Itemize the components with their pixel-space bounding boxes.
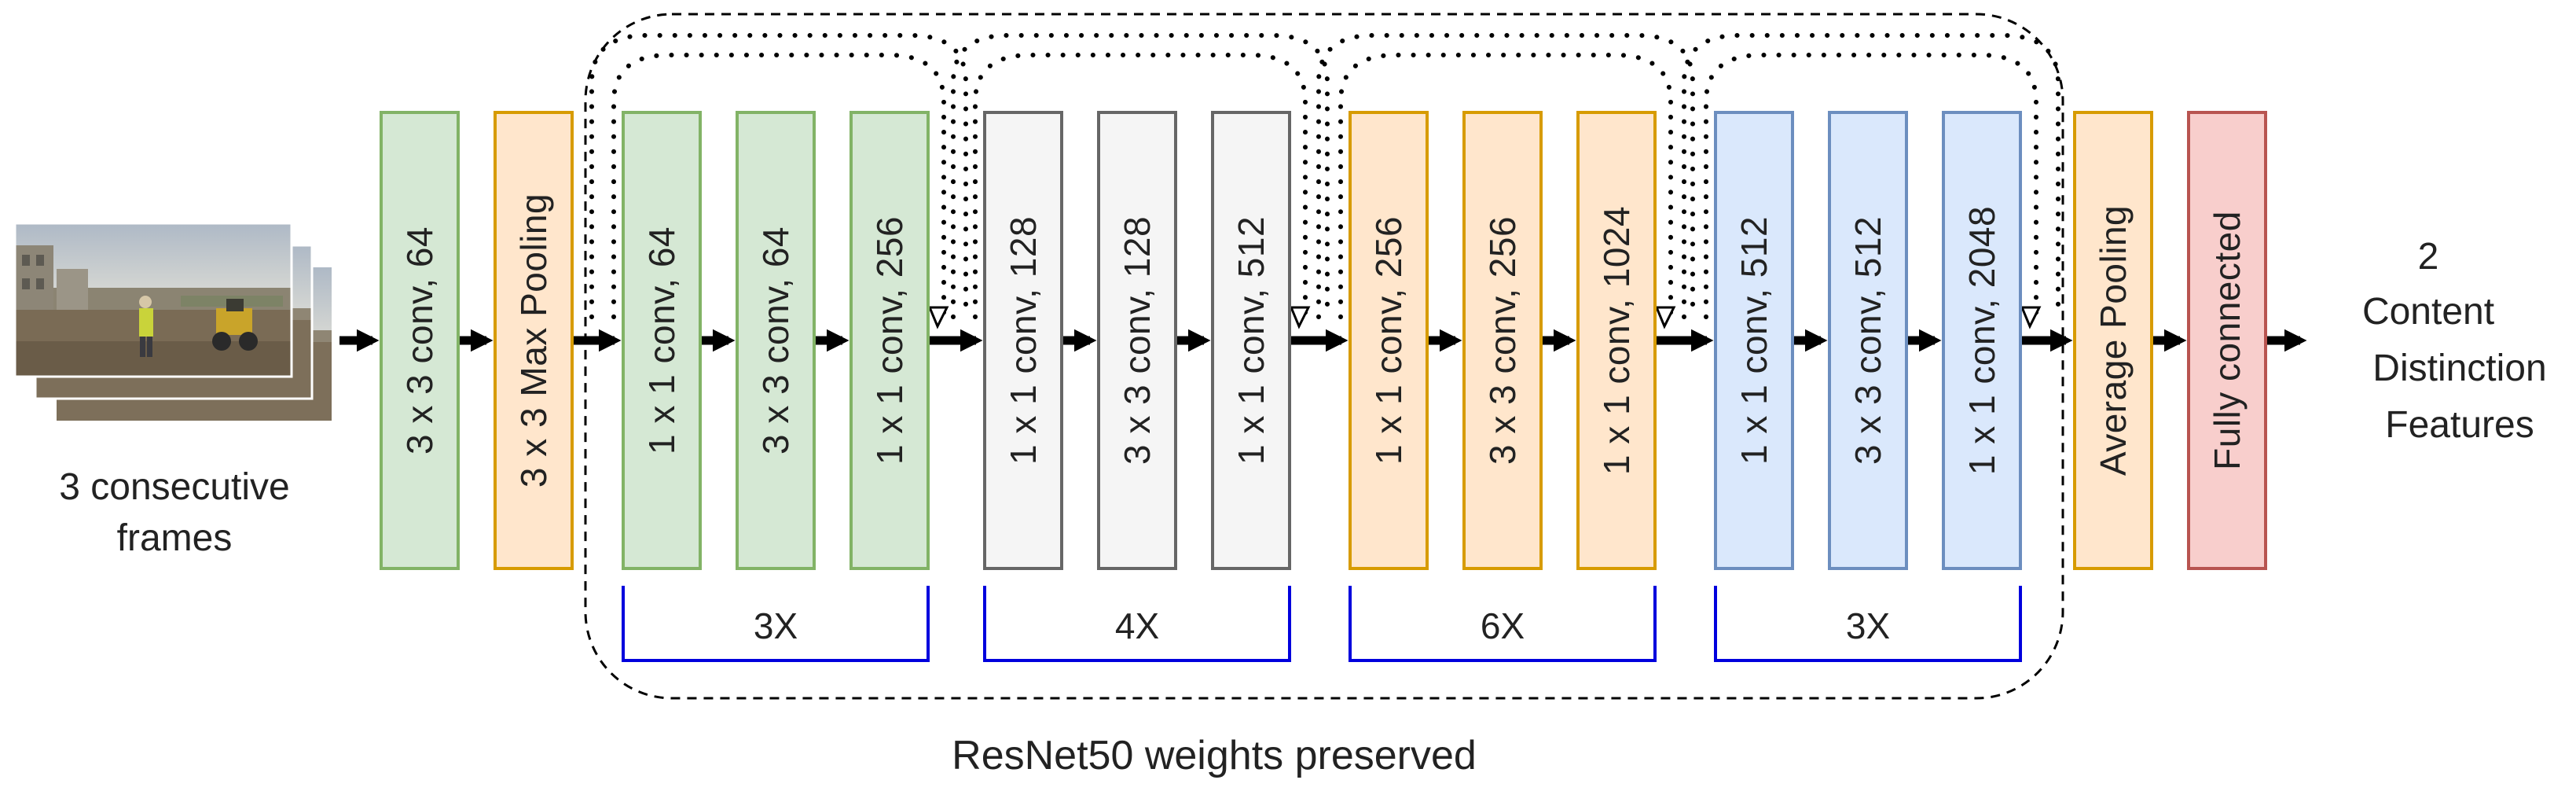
construction-site-frames-image bbox=[13, 222, 332, 421]
input-label-line1: 3 consecutive bbox=[59, 466, 290, 508]
block-s3a: 1 x 1 conv, 256 bbox=[1349, 111, 1429, 570]
block-s4b: 3 x 3 conv, 512 bbox=[1828, 111, 1908, 570]
block-maxpool-box bbox=[494, 111, 574, 570]
block-s2c-label: 1 x 1 conv, 512 bbox=[1231, 216, 1271, 465]
block-avgpool-label: Average Pooling bbox=[2093, 205, 2134, 476]
block-s3b: 3 x 3 conv, 256 bbox=[1462, 111, 1543, 570]
block-s4b-box bbox=[1828, 111, 1908, 570]
block-s2b-label: 3 x 3 conv, 128 bbox=[1117, 216, 1158, 465]
block-s1c-box bbox=[849, 111, 930, 570]
skip-connection-arrowhead-0 bbox=[927, 306, 949, 329]
resnet-caption: ResNet50 weights preserved bbox=[952, 733, 1477, 778]
block-s2a-box bbox=[983, 111, 1063, 570]
skip-connection-0-0 bbox=[589, 33, 968, 319]
block-maxpool-label: 3 x 3 Max Pooling bbox=[513, 193, 554, 487]
block-avgpool-box bbox=[2073, 111, 2153, 570]
block-s3c-box bbox=[1576, 111, 1657, 570]
block-s2b-box bbox=[1097, 111, 1177, 570]
output-label-distinction: Distinction bbox=[2372, 348, 2546, 389]
block-s3b-box bbox=[1462, 111, 1543, 570]
skip-connection-arrowhead-1 bbox=[1289, 306, 1311, 329]
block-s2a-label: 1 x 1 conv, 128 bbox=[1003, 216, 1044, 465]
resnet-region-border bbox=[584, 13, 2064, 700]
skip-connection-1-0 bbox=[951, 33, 1330, 319]
block-maxpool: 3 x 3 Max Pooling bbox=[494, 111, 574, 570]
repeat-bracket-0 bbox=[622, 586, 930, 662]
block-s3b-label: 3 x 3 conv, 256 bbox=[1482, 216, 1523, 465]
skip-connection-3-0 bbox=[1682, 33, 2060, 319]
block-s1b-label: 3 x 3 conv, 64 bbox=[755, 226, 796, 454]
skip-connection-0-1 bbox=[611, 53, 946, 319]
block-s3a-box bbox=[1349, 111, 1429, 570]
block-conv1: 3 x 3 conv, 64 bbox=[380, 111, 460, 570]
repeat-bracket-1 bbox=[983, 586, 1291, 662]
block-s2b: 3 x 3 conv, 128 bbox=[1097, 111, 1177, 570]
layer-blocks: 3 x 3 conv, 64 3 x 3 Max Pooling 1 x 1 con… bbox=[380, 111, 2267, 570]
repeat-label-2: 6X bbox=[1481, 605, 1525, 646]
block-s4c-label: 1 x 1 conv, 2048 bbox=[1961, 206, 2002, 475]
block-s4c: 1 x 1 conv, 2048 bbox=[1942, 111, 2022, 570]
block-s1c-label: 1 x 1 conv, 256 bbox=[869, 216, 910, 465]
skip-connection-2-1 bbox=[1338, 53, 1673, 319]
block-s3c: 1 x 1 conv, 1024 bbox=[1576, 111, 1657, 570]
skip-connections bbox=[589, 33, 2060, 329]
block-fc: Fully connected bbox=[2187, 111, 2267, 570]
output-label-content: Content bbox=[2362, 291, 2494, 333]
block-s3c-label: 1 x 1 conv, 1024 bbox=[1596, 206, 1637, 475]
block-s4a-label: 1 x 1 conv, 512 bbox=[1734, 216, 1774, 465]
block-s4b-label: 3 x 3 conv, 512 bbox=[1848, 216, 1888, 465]
block-s4c-box bbox=[1942, 111, 2022, 570]
repeat-brackets: 3X 4X 6X 3X bbox=[622, 586, 2022, 662]
block-s2c: 1 x 1 conv, 512 bbox=[1211, 111, 1291, 570]
block-s1a-label: 1 x 1 conv, 64 bbox=[641, 226, 682, 454]
block-conv1-label: 3 x 3 conv, 64 bbox=[399, 226, 440, 454]
skip-connection-2-0 bbox=[1316, 33, 1695, 319]
block-s3a-label: 1 x 1 conv, 256 bbox=[1368, 216, 1409, 465]
block-s1b: 3 x 3 conv, 64 bbox=[736, 111, 816, 570]
repeat-bracket-3 bbox=[1714, 586, 2022, 662]
block-s2c-box bbox=[1211, 111, 1291, 570]
skip-connection-1-1 bbox=[973, 53, 1308, 319]
repeat-label-3: 3X bbox=[1846, 605, 1890, 646]
repeat-bracket-2 bbox=[1349, 586, 1657, 662]
block-s1b-box bbox=[736, 111, 816, 570]
output-label-features: Features bbox=[2385, 404, 2534, 446]
repeat-label-1: 4X bbox=[1115, 605, 1159, 646]
block-s1a-box bbox=[622, 111, 702, 570]
block-fc-label: Fully connected bbox=[2207, 211, 2248, 470]
block-conv1-box bbox=[380, 111, 460, 570]
skip-connection-3-1 bbox=[1704, 53, 2038, 319]
block-avgpool: Average Pooling bbox=[2073, 111, 2153, 570]
skip-connection-arrowhead-2 bbox=[1654, 306, 1676, 329]
block-s2a: 1 x 1 conv, 128 bbox=[983, 111, 1063, 570]
repeat-label-0: 3X bbox=[754, 605, 798, 646]
block-fc-box bbox=[2187, 111, 2267, 570]
block-s1c: 1 x 1 conv, 256 bbox=[849, 111, 930, 570]
block-s4a: 1 x 1 conv, 512 bbox=[1714, 111, 1794, 570]
block-s1a: 1 x 1 conv, 64 bbox=[622, 111, 702, 570]
skip-connection-arrowhead-3 bbox=[2020, 306, 2042, 329]
output-label-count: 2 bbox=[2418, 236, 2439, 278]
input-label-line2: frames bbox=[117, 517, 233, 559]
block-s4a-box bbox=[1714, 111, 1794, 570]
